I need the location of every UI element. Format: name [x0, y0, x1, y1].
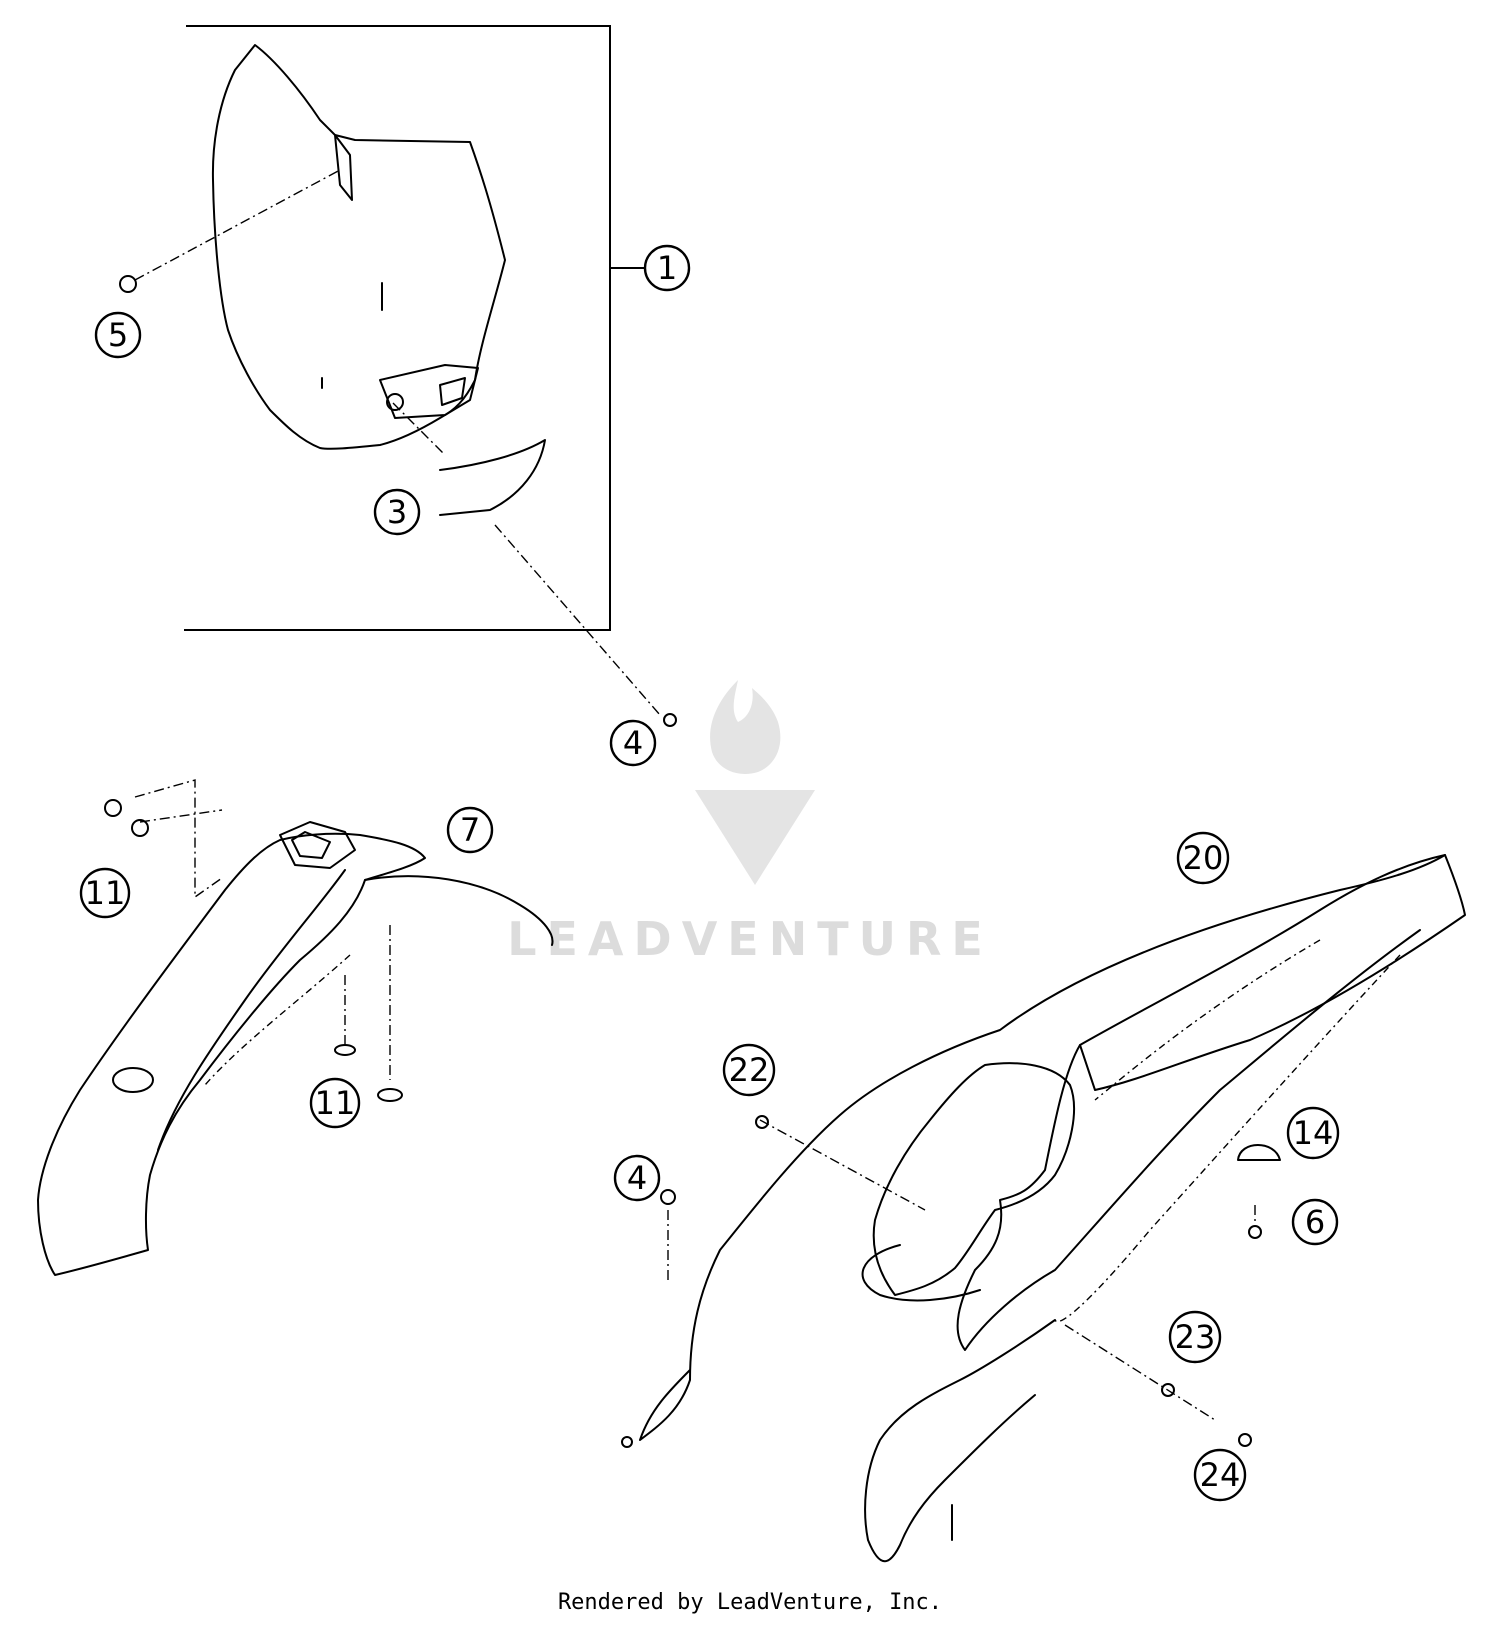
callout-circle	[613, 1154, 661, 1202]
callout-circle	[609, 719, 657, 767]
callout-label: 4	[627, 1159, 647, 1197]
callout-label: 24	[1200, 1456, 1241, 1494]
nut-5	[119, 275, 137, 293]
callout-label: 3	[387, 493, 407, 531]
leader-11-top-b	[139, 809, 223, 823]
rear-fender-body	[639, 854, 1446, 1441]
rear-fender-upper	[1079, 854, 1466, 1091]
nut-11-b	[131, 819, 149, 837]
callout-20: 20	[1176, 831, 1230, 885]
number-plate-lower-flap	[439, 439, 546, 516]
callout-circle	[94, 311, 142, 359]
watermark-text: LEADVENTURE	[507, 912, 993, 966]
callout-label: 20	[1183, 839, 1224, 877]
callout-11-bottom: 11	[309, 1077, 361, 1129]
rear-fender-edge-line	[1094, 939, 1321, 1101]
front-fender-arc	[364, 875, 554, 946]
callout-4-top: 4	[609, 719, 657, 767]
leader-4a	[494, 524, 661, 716]
front-fender	[37, 832, 426, 1276]
leadventure-watermark: LEADVENTURE	[507, 680, 993, 966]
nut-4a	[663, 713, 677, 727]
washer-11-b	[377, 1088, 403, 1102]
callout-22: 22	[722, 1043, 776, 1097]
callout-label: 14	[1293, 1114, 1334, 1152]
callout-label: 11	[315, 1084, 356, 1122]
rear-fender-panel-outline	[956, 929, 1421, 1351]
leader-5	[134, 169, 341, 281]
callout-14: 14	[1286, 1106, 1340, 1160]
nut-4b	[660, 1189, 676, 1205]
washer-11-a	[334, 1044, 356, 1056]
rear-fender-tail	[864, 1319, 1056, 1563]
screw-bottom	[621, 1436, 633, 1448]
rear-fender-lower-edge	[1054, 954, 1401, 1323]
callout-label: 23	[1175, 1318, 1216, 1356]
rear-fender-inner-shape	[872, 1062, 1076, 1296]
leader-22	[759, 1119, 926, 1211]
front-fender-mount	[279, 821, 356, 869]
leader-11-top	[134, 779, 223, 899]
leader-3	[392, 402, 446, 456]
callout-circle	[79, 867, 131, 919]
callout-23: 23	[1168, 1310, 1222, 1364]
number-plate-lamp-lens	[439, 377, 466, 406]
callout-3: 3	[373, 488, 421, 536]
screw-3	[386, 393, 404, 411]
callout-label: 11	[85, 874, 126, 912]
callout-label: 5	[108, 316, 128, 354]
callout-circle	[1193, 1448, 1247, 1502]
callout-circle	[373, 488, 421, 536]
callout-circle	[1168, 1310, 1222, 1364]
callout-circle	[643, 244, 691, 292]
callout-circle	[1176, 831, 1230, 885]
washer-23	[1161, 1383, 1175, 1397]
number-plate	[211, 44, 506, 450]
grommet-14	[1237, 1144, 1281, 1161]
callout-circle	[1291, 1198, 1339, 1246]
callout-circle	[446, 806, 494, 854]
front-fender-side-line	[204, 954, 351, 1086]
callout-11-top: 11	[79, 867, 131, 919]
flame-v-logo-icon	[695, 680, 815, 885]
callout-label: 1	[657, 249, 677, 287]
callout-5: 5	[94, 311, 142, 359]
assembly-bracket-line	[184, 25, 611, 631]
front-fender-vent	[112, 1067, 154, 1093]
front-fender-inner-edge	[157, 869, 346, 1151]
screw-24	[1238, 1433, 1252, 1447]
callout-6: 6	[1291, 1198, 1339, 1246]
number-plate-tab	[334, 134, 353, 201]
leader-23-24	[1064, 1324, 1216, 1421]
callout-1: 1	[643, 244, 691, 292]
callout-circle	[1286, 1106, 1340, 1160]
callout-4-bottom: 4	[613, 1154, 661, 1202]
callout-circle	[309, 1077, 361, 1129]
front-fender-mount-detail	[291, 831, 331, 859]
callout-label: 4	[623, 724, 643, 762]
number-plate-lamp	[379, 364, 479, 419]
screw-22	[755, 1115, 769, 1129]
callout-label: 22	[729, 1051, 770, 1089]
callout-label: 7	[460, 811, 480, 849]
nut-11-a	[104, 799, 122, 817]
screw-6	[1248, 1225, 1262, 1239]
rear-fender-airbox-arc	[861, 1244, 981, 1302]
callout-circle	[722, 1043, 776, 1097]
footer-credit: Rendered by LeadVenture, Inc.	[557, 1590, 943, 1615]
callout-24: 24	[1193, 1448, 1247, 1502]
callout-label: 6	[1305, 1203, 1325, 1241]
callout-7: 7	[446, 806, 494, 854]
